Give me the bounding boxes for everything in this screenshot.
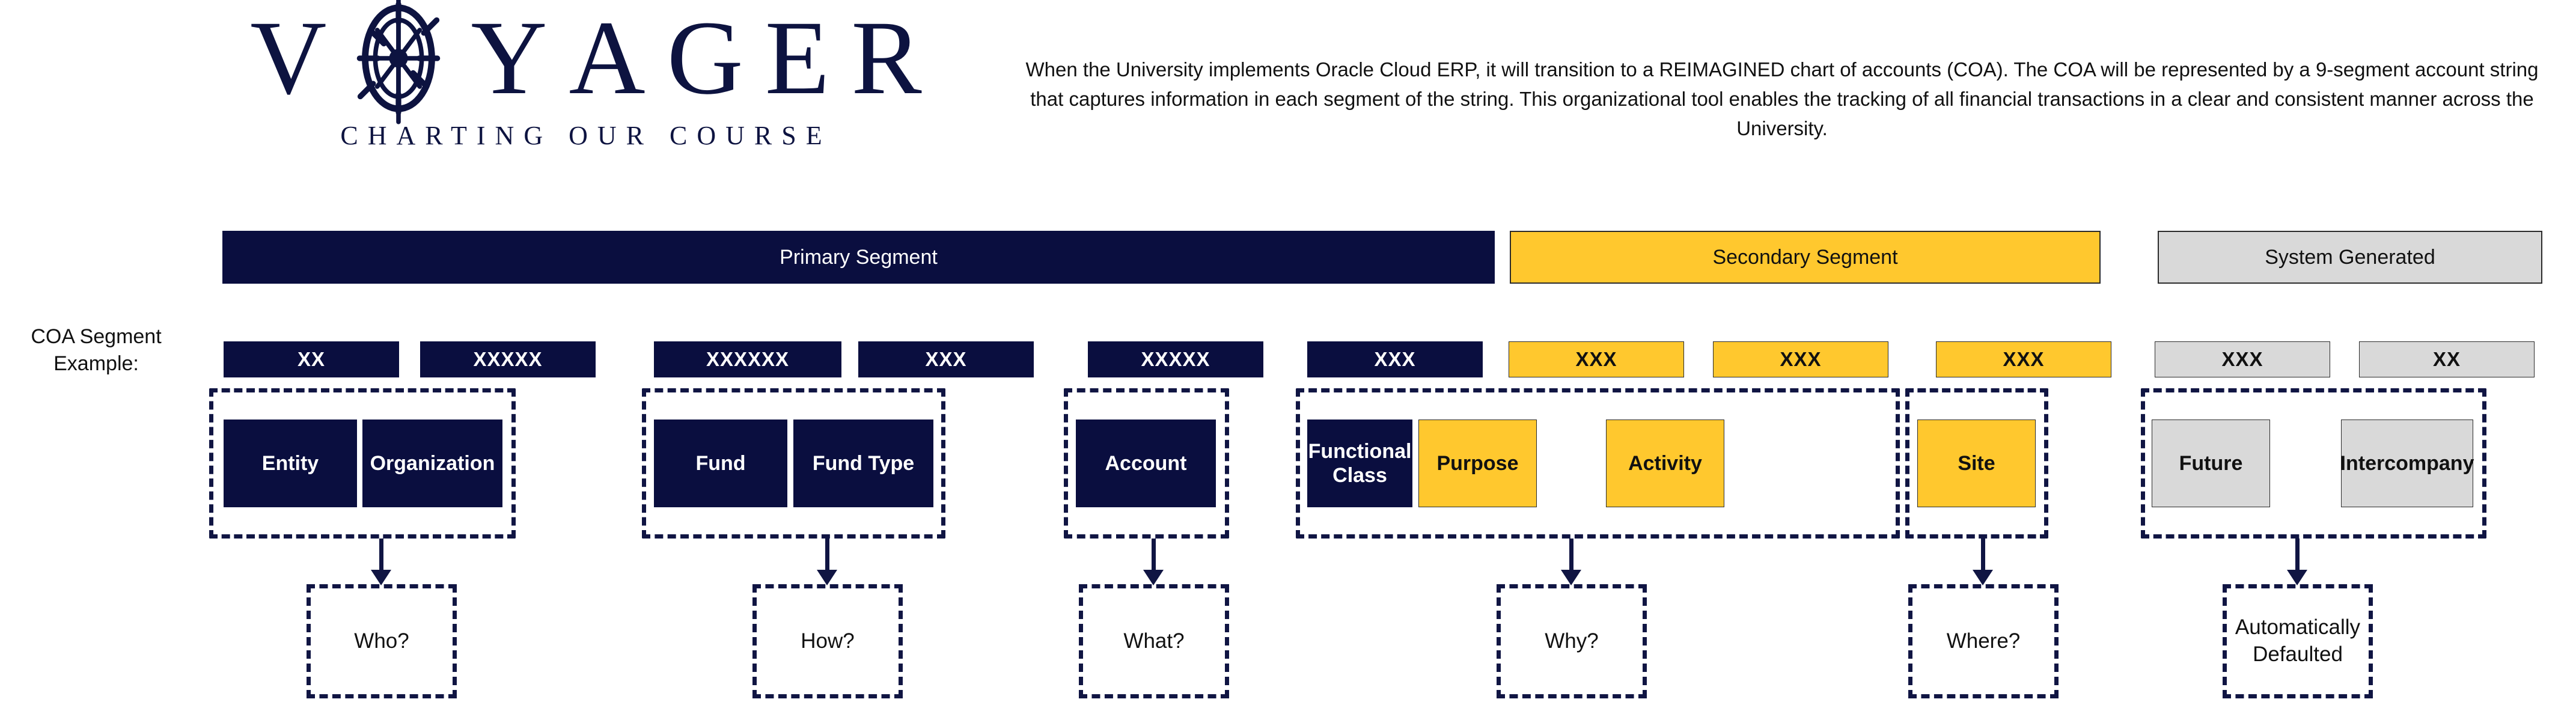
question-label-line1: Automatically <box>2235 615 2361 639</box>
logo-letter-r: R <box>851 0 922 117</box>
arrow-down-icon <box>2287 570 2307 585</box>
logo-letter-y: Y <box>471 0 548 117</box>
band-label: Secondary Segment <box>1712 245 1898 269</box>
segment-purpose[interactable]: Purpose <box>1418 420 1537 507</box>
segment-account[interactable]: Account <box>1076 420 1216 507</box>
logo-letter-a: A <box>569 0 646 117</box>
segment-organization[interactable]: Organization <box>362 420 502 507</box>
intro-paragraph: When the University implements Oracle Cl… <box>1025 58 2539 139</box>
logo-tagline: CHARTING OUR COURSE <box>340 121 832 150</box>
band-secondary-segment: Secondary Segment <box>1510 231 2101 284</box>
segment-label: Fund <box>695 451 746 475</box>
coa-label-line1: COA Segment <box>31 325 162 348</box>
code-box-10: XX <box>2359 341 2535 377</box>
coa-segment-example-label: COA Segment Example: <box>6 323 186 377</box>
segment-label: Intercompany <box>2340 451 2474 475</box>
connector-line-automatically-defaulted <box>2295 539 2300 572</box>
code-box-label: XXX <box>1780 348 1822 370</box>
segment-entity[interactable]: Entity <box>224 420 357 507</box>
code-box-label: XX <box>297 348 326 370</box>
band-system-generated: System Generated <box>2158 231 2542 284</box>
question-label-line1: Why? <box>1545 629 1599 653</box>
code-box-4: XXXXX <box>1088 341 1263 377</box>
code-box-label: XXX <box>1374 348 1416 370</box>
question-box-who: Who? <box>307 584 457 698</box>
connector-line-how <box>825 539 829 572</box>
question-box-where: Where? <box>1908 584 2059 698</box>
page-header: V <box>0 0 2576 198</box>
segment-group-why <box>1296 388 1900 539</box>
connector-line-why <box>1569 539 1573 572</box>
code-box-label: XXX <box>2003 348 2045 370</box>
connector-line-what <box>1152 539 1156 572</box>
segment-functional-class[interactable]: Functional Class <box>1307 420 1412 507</box>
arrow-down-icon <box>371 570 391 585</box>
connector-line-who <box>379 539 383 572</box>
ships-wheel-icon <box>348 0 449 124</box>
question-box-how: How? <box>752 584 903 698</box>
segment-intercompany[interactable]: Intercompany <box>2340 420 2474 507</box>
logo-letter-e: E <box>765 0 830 117</box>
code-box-8: XXX <box>1936 341 2111 377</box>
segment-fund-type[interactable]: Fund Type <box>793 420 933 507</box>
arrow-down-icon <box>1561 570 1581 585</box>
segment-group-who <box>209 388 516 539</box>
code-box-label: XXX <box>2221 348 2263 370</box>
arrow-down-icon <box>1973 570 1993 585</box>
voyager-logo: V <box>198 0 974 180</box>
segment-label: Account <box>1105 451 1187 475</box>
logo-letter-v: V <box>250 0 327 117</box>
question-box-why: Why? <box>1497 584 1647 698</box>
code-box-label: XXX <box>925 348 967 370</box>
segment-label: Purpose <box>1436 451 1519 475</box>
connector-line-where <box>1981 539 1985 572</box>
code-box-label: XXXXX <box>1141 348 1210 370</box>
code-box-0: XX <box>224 341 399 377</box>
segment-label: Functional Class <box>1308 439 1412 487</box>
code-box-3: XXX <box>858 341 1034 377</box>
segment-site[interactable]: Site <box>1917 420 2036 507</box>
arrow-down-icon <box>1143 570 1164 585</box>
question-label-line1: How? <box>801 629 855 653</box>
question-box-what: What? <box>1079 584 1229 698</box>
code-box-7: XXX <box>1713 341 1888 377</box>
code-box-1: XXXXX <box>420 341 596 377</box>
question-label-line1: Where? <box>1946 629 2021 653</box>
segment-group-what <box>1064 388 1229 539</box>
code-box-label: XXXXX <box>473 348 543 370</box>
code-box-label: XXX <box>1575 348 1617 370</box>
segment-group-where <box>1905 388 2048 539</box>
band-label: System Generated <box>2265 245 2435 269</box>
code-box-label: XXXXXX <box>706 348 790 370</box>
coa-label-line2: Example: <box>53 352 139 375</box>
code-box-6: XXX <box>1509 341 1684 377</box>
arrow-down-icon <box>817 570 837 585</box>
band-primary-segment: Primary Segment <box>222 231 1495 284</box>
segment-fund[interactable]: Fund <box>654 420 787 507</box>
logo-letter-g: G <box>667 0 743 117</box>
segment-label: Fund Type <box>812 451 915 475</box>
code-box-label: XX <box>2432 348 2461 370</box>
band-label: Primary Segment <box>780 245 938 269</box>
segment-label: Site <box>1958 451 1995 475</box>
segment-label: Entity <box>261 451 319 475</box>
segment-group-how <box>642 388 945 539</box>
segment-label: Organization <box>370 451 495 475</box>
code-box-2: XXXXXX <box>654 341 841 377</box>
segment-future[interactable]: Future <box>2152 420 2270 507</box>
segment-label: Activity <box>1628 451 1702 475</box>
segment-activity[interactable]: Activity <box>1606 420 1724 507</box>
code-box-5: XXX <box>1307 341 1483 377</box>
code-box-9: XXX <box>2155 341 2330 377</box>
logo-wordmark: V <box>198 0 974 124</box>
question-label-line1: Who? <box>354 629 409 653</box>
question-label-line2: Defaulted <box>2253 642 2343 666</box>
segment-group-defaulted <box>2141 388 2486 539</box>
question-label-line1: What? <box>1123 629 1185 653</box>
segment-label: Future <box>2179 451 2243 475</box>
